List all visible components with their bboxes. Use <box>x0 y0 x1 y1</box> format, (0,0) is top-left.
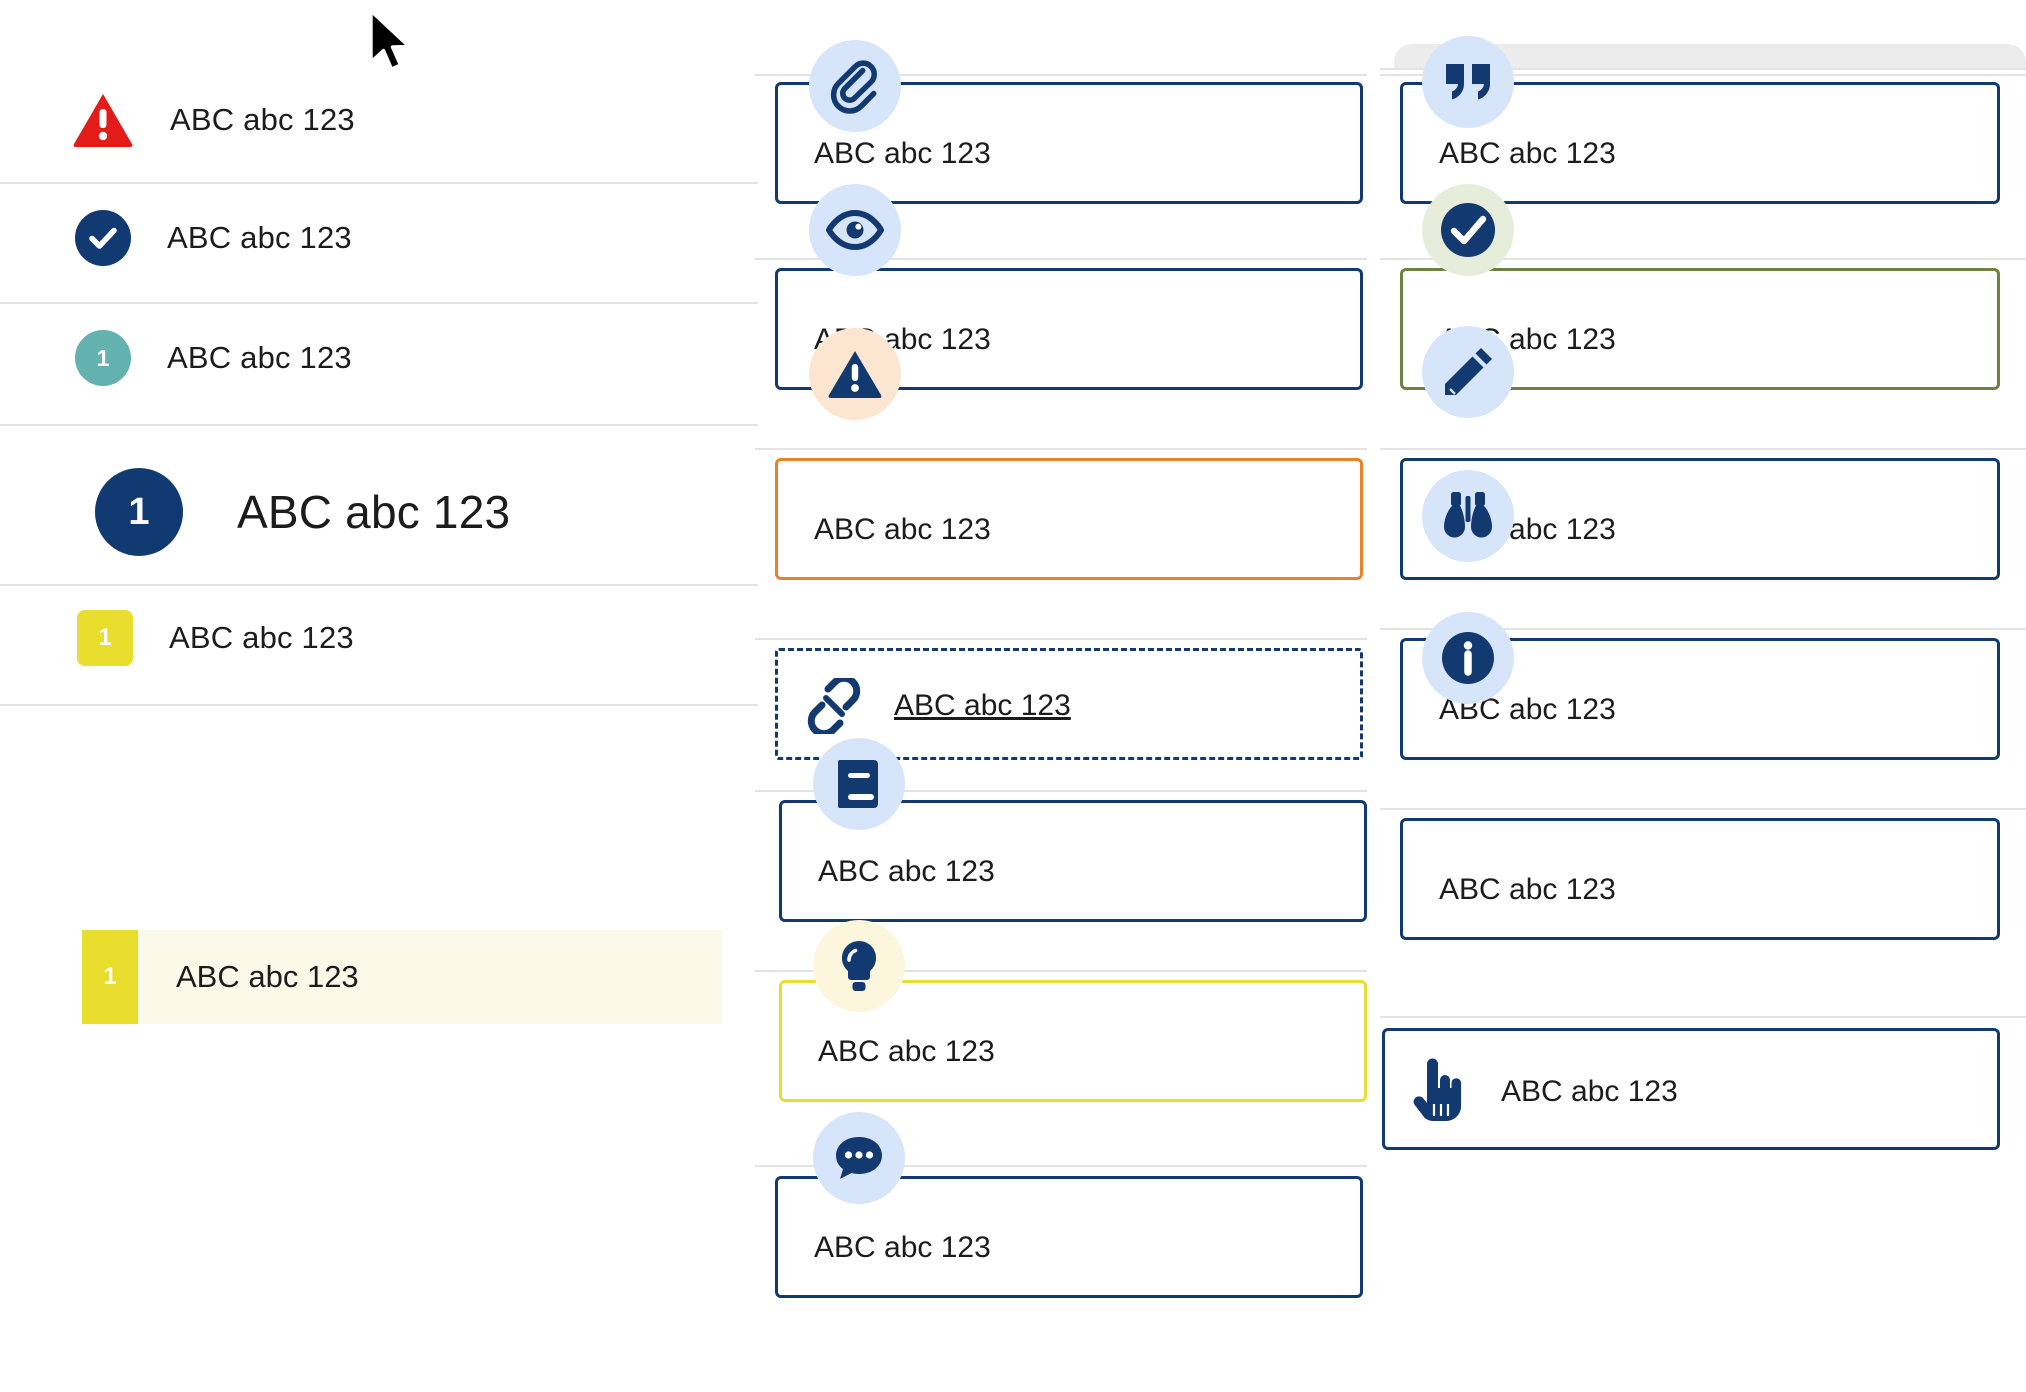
list-item[interactable]: ABC abc 123 <box>0 78 758 162</box>
card-label: ABC abc 123 <box>814 1231 991 1264</box>
divider <box>0 424 758 426</box>
eye-icon <box>809 184 901 276</box>
pencil-icon <box>1422 326 1514 418</box>
list-item-highlighted[interactable]: 1 ABC abc 123 <box>82 930 722 1024</box>
check-circle-icon <box>75 210 131 266</box>
number-badge-square: 1 <box>77 610 133 666</box>
warning-triangle-icon <box>72 92 134 148</box>
book-icon <box>813 738 905 830</box>
number-badge-large: 1 <box>95 468 183 556</box>
list-item-label: ABC abc 123 <box>169 620 354 655</box>
card-pointer[interactable]: ABC abc 123 <box>1382 1028 2000 1150</box>
list-item[interactable]: 1 ABC abc 123 <box>0 438 758 586</box>
list-item-label: ABC abc 123 <box>170 102 355 137</box>
list-item-label: ABC abc 123 <box>167 340 352 375</box>
badge-value: 1 <box>98 624 112 651</box>
card-label: ABC abc 123 <box>1439 137 1616 170</box>
left-panel: ABC abc 123 ABC abc 123 1 ABC abc 123 1 <box>0 0 758 1392</box>
list-item-label: ABC abc 123 <box>237 486 511 538</box>
divider <box>755 970 1367 972</box>
divider <box>755 258 1367 260</box>
divider <box>0 704 758 706</box>
divider <box>1380 808 2026 810</box>
paperclip-icon <box>809 40 901 132</box>
divider <box>1380 258 2026 260</box>
list-item-label: ABC abc 123 <box>176 959 359 994</box>
divider <box>0 302 758 304</box>
list-item[interactable]: ABC abc 123 <box>0 196 758 280</box>
divider <box>755 790 1367 792</box>
badge-value: 1 <box>96 344 110 371</box>
divider <box>1380 1016 2026 1018</box>
card-label: ABC abc 123 <box>818 1035 995 1068</box>
info-circle-icon <box>1422 612 1514 704</box>
badge-value: 1 <box>103 963 117 990</box>
card-label: ABC abc 123 <box>814 137 991 170</box>
pointing-hand-icon <box>1410 1058 1464 1127</box>
divider <box>1380 628 2026 630</box>
card-info[interactable]: ABC abc 123 <box>1400 818 2000 940</box>
divider <box>755 448 1367 450</box>
quote-icon <box>1422 36 1514 128</box>
number-badge-bar: 1 <box>82 930 138 1024</box>
divider <box>755 1165 1367 1167</box>
list-item-label: ABC abc 123 <box>167 220 352 255</box>
card-warning[interactable]: ABC abc 123 <box>775 458 1363 580</box>
warning-triangle-icon <box>809 328 901 420</box>
card-link-label[interactable]: ABC abc 123 <box>894 689 1071 722</box>
divider <box>0 182 758 184</box>
number-badge: 1 <box>75 330 131 386</box>
background-panel-divider <box>1380 68 2026 70</box>
divider <box>755 638 1367 640</box>
divider <box>1380 448 2026 450</box>
link-icon <box>803 674 865 739</box>
lightbulb-icon <box>813 920 905 1012</box>
binoculars-icon <box>1422 470 1514 562</box>
list-item[interactable]: 1 ABC abc 123 <box>0 316 758 400</box>
card-label: ABC abc 123 <box>818 855 995 888</box>
list-item[interactable]: 1 ABC abc 123 <box>0 596 758 680</box>
card-label: ABC abc 123 <box>814 513 991 546</box>
chat-bubble-icon <box>813 1112 905 1204</box>
divider <box>0 584 758 586</box>
card-label: ABC abc 123 <box>1501 1075 1678 1108</box>
check-circle-icon <box>1422 184 1514 276</box>
badge-value: 1 <box>128 490 150 533</box>
card-label: ABC abc 123 <box>1439 873 1616 906</box>
divider <box>755 74 1367 76</box>
divider <box>1380 74 2026 76</box>
